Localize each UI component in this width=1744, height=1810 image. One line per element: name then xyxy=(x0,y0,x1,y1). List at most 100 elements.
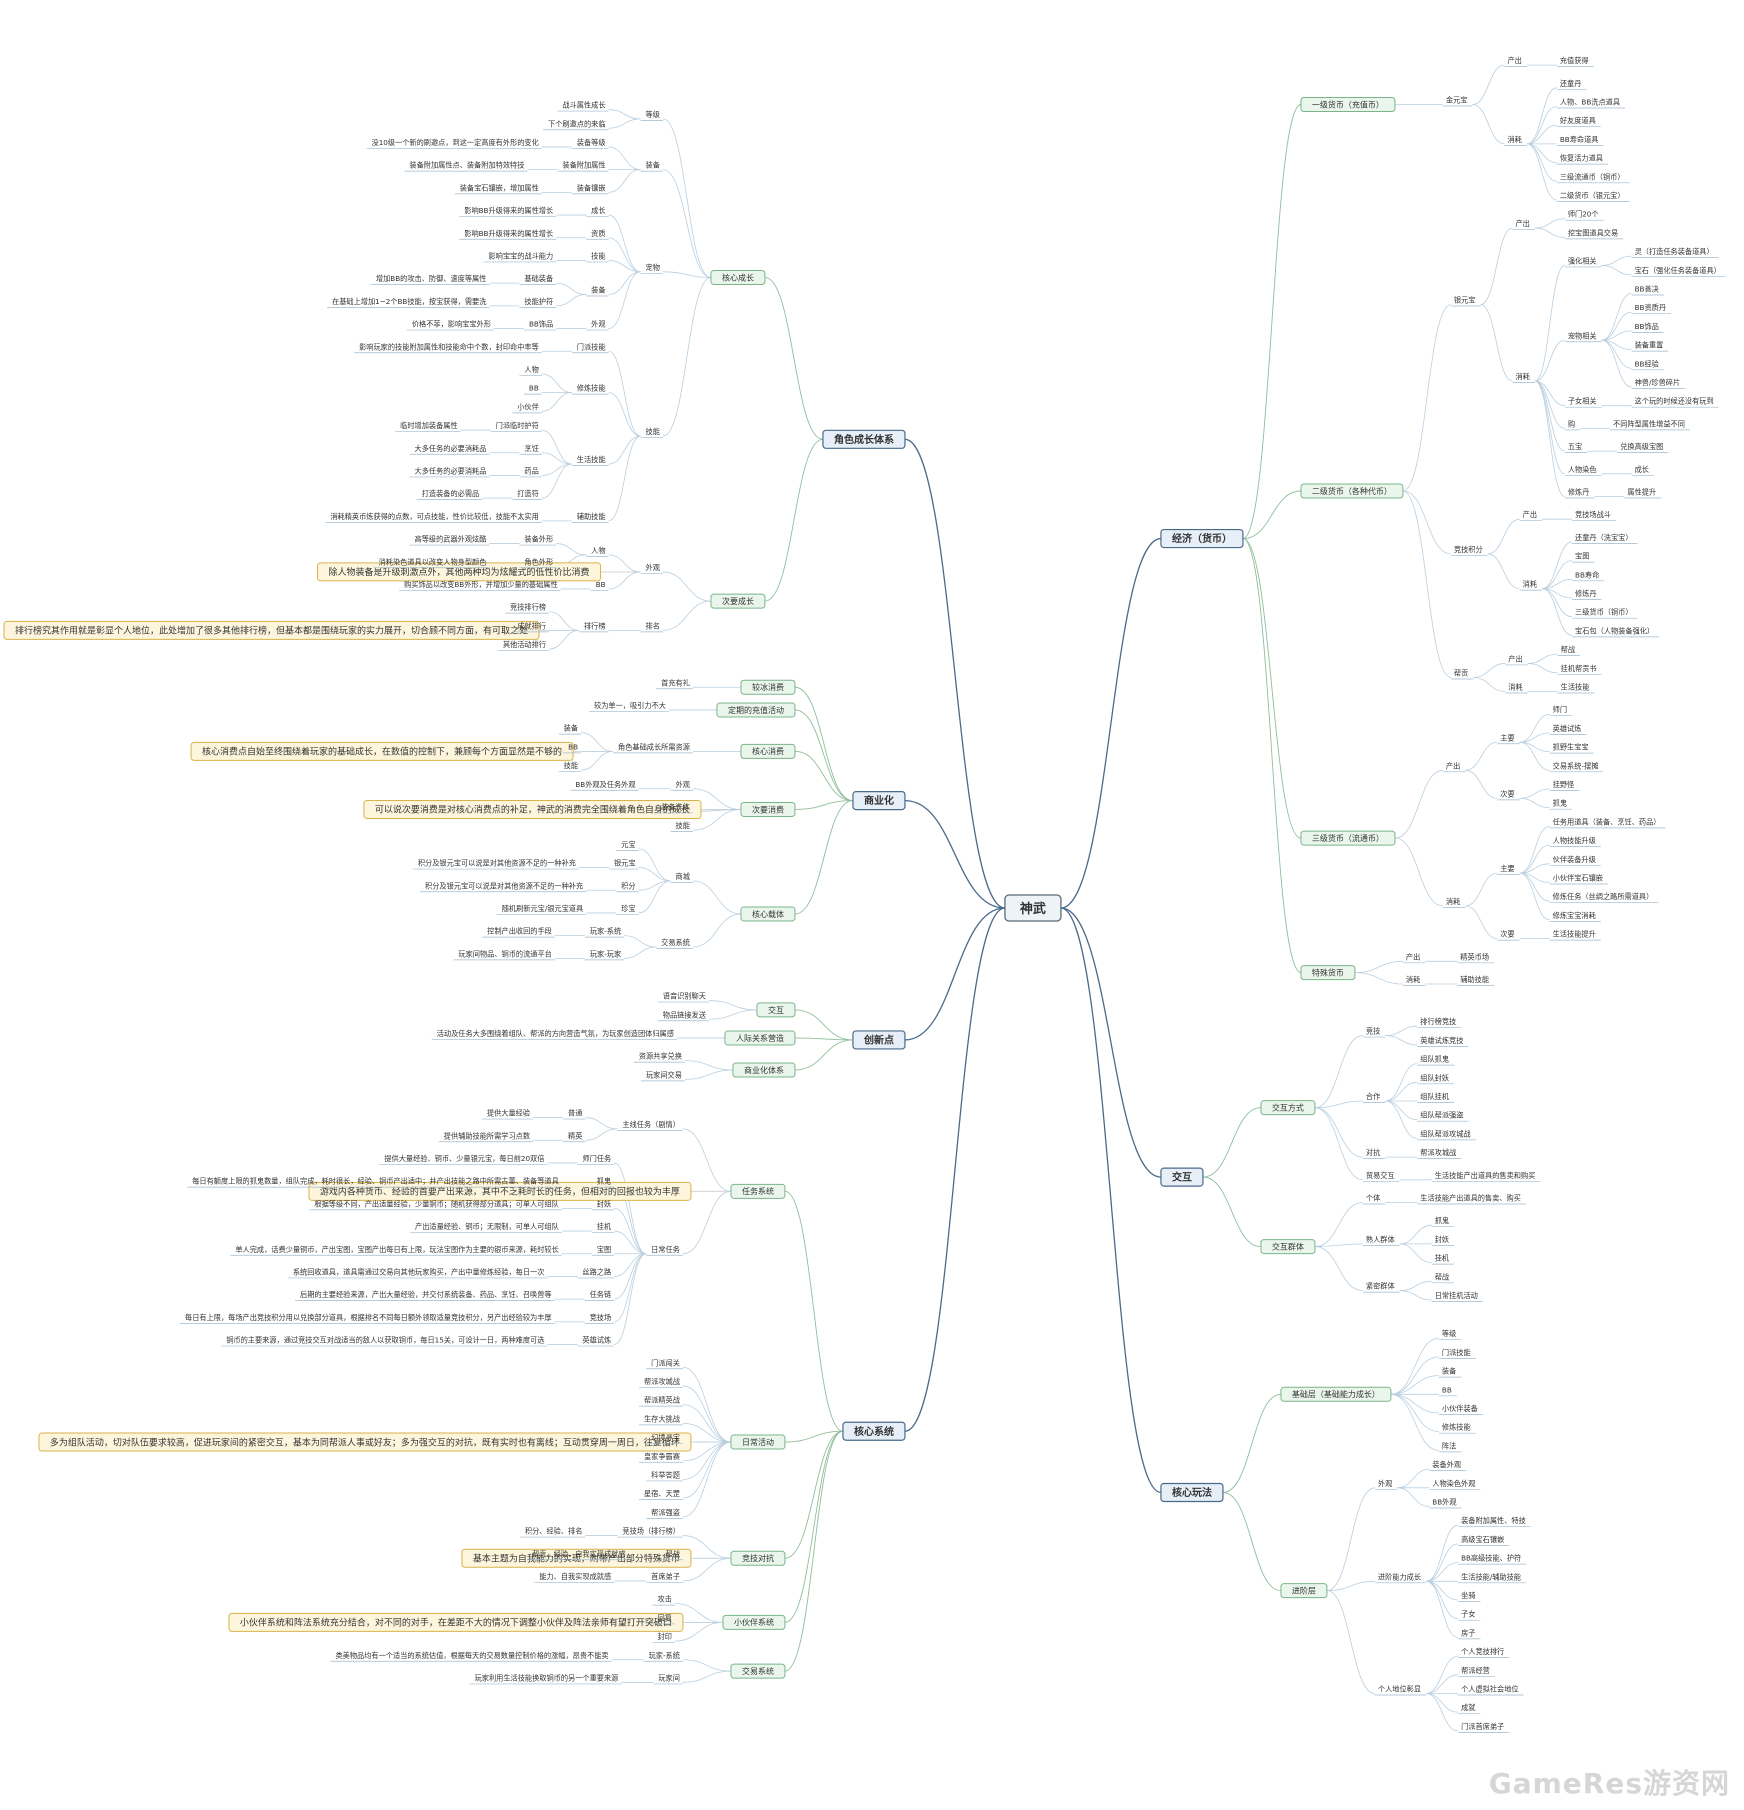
node-子女相关[interactable]: 子女相关 xyxy=(1564,397,1602,408)
node-技能[interactable]: 技能 xyxy=(586,251,609,263)
node-装备外形[interactable]: 装备外形 xyxy=(519,535,557,546)
node-随机刷新元宝-银元宝道具[interactable]: 随机刷新元宝/银元宝道具 xyxy=(496,904,587,915)
node-基础装备[interactable]: 基础装备 xyxy=(519,274,557,285)
node-人物[interactable]: 人物 xyxy=(586,546,609,557)
node-挂野怪[interactable]: 挂野怪 xyxy=(1549,780,1580,791)
node-产出[interactable]: 产出 xyxy=(1402,952,1426,964)
node-阵法[interactable]: 阵法 xyxy=(1438,1441,1462,1453)
branch-核心玩法[interactable]: 核心玩法 xyxy=(1160,1482,1224,1503)
node-金元宝[interactable]: 金元宝 xyxy=(1442,96,1473,107)
branch-角色成长体系[interactable]: 角色成长体系 xyxy=(822,429,906,449)
node-进阶能力成长[interactable]: 进阶能力成长 xyxy=(1374,1572,1427,1584)
node-玩家-系统[interactable]: 玩家-系统 xyxy=(643,1651,683,1662)
node-单人完成-话费少量铜币-产出宝图-宝图产出每日有上限-玩法宝图作为主要的银币来源-耗时较长[interactable]: 单人完成，话费少量铜币，产出宝图，宝图产出每日有上限，玩法宝图作为主要的银币来源… xyxy=(230,1245,562,1256)
node-排行榜竞技[interactable]: 排行榜竞技 xyxy=(1417,1017,1462,1029)
node-抓鬼[interactable]: 抓鬼 xyxy=(1549,799,1573,810)
node-铜币的主要来源-通过竞技交互对战适当的敌人以获取铜币-每日15关-可设计一日-两种难度可选[interactable]: 铜币的主要来源，通过竞技交互对战适当的敌人以获取铜币，每日15关，可设计一日，两… xyxy=(221,1336,548,1347)
node-次要[interactable]: 次要 xyxy=(1497,930,1520,941)
topic-较冰消费[interactable]: 较冰消费 xyxy=(740,679,796,695)
node-熟人群体[interactable]: 熟人群体 xyxy=(1362,1235,1400,1246)
node-房子[interactable]: 房子 xyxy=(1458,1628,1481,1640)
node-挖宝图道具交易[interactable]: 挖宝图道具交易 xyxy=(1564,228,1624,240)
node-生活技能-辅助技能[interactable]: 生活技能/辅助技能 xyxy=(1458,1572,1526,1584)
node-主要[interactable]: 主要 xyxy=(1497,733,1520,745)
node-装备重置[interactable]: 装备重置 xyxy=(1631,341,1669,352)
node-竞技排行榜[interactable]: 竞技排行榜 xyxy=(505,603,550,614)
node-对抗[interactable]: 对抗 xyxy=(1362,1148,1386,1159)
topic-竞技对抗[interactable]: 竞技对抗 xyxy=(730,1550,786,1566)
topic-次要消费[interactable]: 次要消费 xyxy=(740,801,796,817)
node-幻境寻宝[interactable]: 幻境寻宝 xyxy=(646,1433,683,1444)
node-消耗[interactable]: 消耗 xyxy=(1512,372,1535,383)
node-帮派攻城战[interactable]: 帮派攻城战 xyxy=(639,1377,683,1388)
node-积分-经验-排名[interactable]: 积分、经验、排名 xyxy=(519,1527,586,1538)
node-角色基础成长所需资源[interactable]: 角色基础成长所需资源 xyxy=(613,742,693,754)
node-三级货币-铜币[interactable]: 三级货币（铜币） xyxy=(1572,608,1638,619)
node-成就[interactable]: 成就 xyxy=(1458,1703,1481,1715)
topic-核心载体[interactable]: 核心载体 xyxy=(740,906,796,922)
node-任务链[interactable]: 任务链 xyxy=(584,1290,615,1302)
node-银元宝[interactable]: 银元宝 xyxy=(609,859,639,870)
node-修炼丹[interactable]: 修炼丹 xyxy=(1572,589,1602,600)
node-消耗[interactable]: 消耗 xyxy=(1442,897,1466,908)
node-成就排行[interactable]: 成就排行 xyxy=(512,621,550,633)
node-产出[interactable]: 产出 xyxy=(1512,219,1535,230)
node-充值获得[interactable]: 充值获得 xyxy=(1556,56,1594,67)
node-修炼丹[interactable]: 修炼丹 xyxy=(1564,488,1595,499)
node-在基础上增加1-2个bb技能-按宝获得-需要洗[interactable]: 在基础上增加1~2个BB技能，按宝获得，需要洗 xyxy=(327,297,490,308)
node-个人虚拟社会地位[interactable]: 个人虚拟社会地位 xyxy=(1458,1685,1524,1696)
node-普通[interactable]: 普通 xyxy=(563,1109,586,1120)
node-修炼技能[interactable]: 修炼技能 xyxy=(571,384,609,395)
node-控制产出收回的手段[interactable]: 控制产出收回的手段 xyxy=(482,927,555,938)
node-人物-bb洗点道具[interactable]: 人物、BB洗点道具 xyxy=(1556,98,1626,109)
node-小伙伴宝石镶嵌[interactable]: 小伙伴宝石镶嵌 xyxy=(1549,874,1609,885)
node-门派技能[interactable]: 门派技能 xyxy=(571,342,609,354)
node-bb经验[interactable]: BB经验 xyxy=(1631,359,1664,371)
node-bb[interactable]: BB xyxy=(1438,1385,1457,1397)
node-bb高级技能-护符[interactable]: BB高级技能、护符 xyxy=(1458,1554,1527,1565)
node-消耗[interactable]: 消耗 xyxy=(1519,580,1543,591)
branch-商业化[interactable]: 商业化 xyxy=(852,790,906,811)
node-高等级的武器外观炫酷[interactable]: 高等级的武器外观炫酷 xyxy=(409,535,490,546)
topic-次要成长[interactable]: 次要成长 xyxy=(710,593,766,609)
node-伙伴装备升级[interactable]: 伙伴装备升级 xyxy=(1549,855,1601,866)
node-bb善决[interactable]: BB善决 xyxy=(1631,285,1664,296)
node-宝石包-人物装备强化[interactable]: 宝石包（人物装备强化） xyxy=(1572,626,1660,638)
node-技能护符[interactable]: 技能护符 xyxy=(519,297,557,308)
node-装备洗练[interactable]: 装备洗练 xyxy=(656,802,693,814)
node-装备外观[interactable]: 装备外观 xyxy=(1429,1460,1467,1471)
node-抓野生宝宝[interactable]: 抓野生宝宝 xyxy=(1549,743,1594,754)
node-打造符[interactable]: 打造符 xyxy=(512,489,542,500)
topic-核心消费[interactable]: 核心消费 xyxy=(740,743,796,759)
node-装备宝石镶嵌-增加属性[interactable]: 装备宝石镶嵌，增加属性 xyxy=(454,183,542,195)
node-价格不菲-影响宝宝外形[interactable]: 价格不菲，影响宝宝外形 xyxy=(406,320,494,331)
topic-交互[interactable]: 交互 xyxy=(756,1002,796,1018)
node-生存大挑战[interactable]: 生存大挑战 xyxy=(639,1414,683,1426)
node-竞技场[interactable]: 竞技场 xyxy=(584,1313,615,1324)
node-玩家利用生活技能换取铜币的另一个重要来源[interactable]: 玩家利用生活技能换取铜币的另一个重要来源 xyxy=(469,1673,622,1685)
node-外观[interactable]: 外观 xyxy=(670,780,693,791)
node-神兽-珍兽碎片[interactable]: 神兽/珍兽碎片 xyxy=(1631,378,1686,389)
topic-小伙伴系统[interactable]: 小伙伴系统 xyxy=(722,1614,786,1630)
node-帮派强盗[interactable]: 帮派强盗 xyxy=(646,1508,683,1519)
node-装备附加属性[interactable]: 装备附加属性 xyxy=(557,161,609,172)
node-首席弟子[interactable]: 首席弟子 xyxy=(646,1572,683,1583)
node-宝图[interactable]: 宝图 xyxy=(1572,552,1595,563)
node-购[interactable]: 购 xyxy=(1564,419,1581,431)
node-竞技场战斗[interactable]: 竞技场战斗 xyxy=(1572,510,1617,522)
node-提供辅助技能所需学习点数[interactable]: 提供辅助技能所需学习点数 xyxy=(438,1131,534,1143)
node-影响bb升级得来的属性增长[interactable]: 影响BB升级得来的属性增长 xyxy=(459,206,557,217)
node-临时增加装备属性[interactable]: 临时增加装备属性 xyxy=(395,421,461,432)
node-积分[interactable]: 积分 xyxy=(616,881,639,893)
node-门派首席弟子[interactable]: 门派首席弟子 xyxy=(1458,1722,1510,1733)
node-师门任务[interactable]: 师门任务 xyxy=(577,1154,615,1165)
node-挂机[interactable]: 挂机 xyxy=(591,1222,615,1233)
node-帮战[interactable]: 帮战 xyxy=(660,1549,683,1561)
topic-交互方式[interactable]: 交互方式 xyxy=(1260,1100,1316,1116)
node-抓鬼[interactable]: 抓鬼 xyxy=(591,1177,615,1188)
node-大多任务的必要消耗品[interactable]: 大多任务的必要消耗品 xyxy=(409,444,490,455)
node-产出适量经验-铜币-无限制-可单人可组队[interactable]: 产出适量经验、铜币；无限制，可单人可组队 xyxy=(410,1222,562,1233)
node-好友度道具[interactable]: 好友度道具 xyxy=(1556,116,1601,128)
node-每日有上限-每场产出竞技积分用以兑换部分道具-根据排名不同每日额外领取适量竞技积分-另产出经验较为丰厚[interactable]: 每日有上限，每场产出竞技积分用以兑换部分道具，根据排名不同每日额外领取适量竞技积… xyxy=(180,1313,555,1324)
node-人物技能升级[interactable]: 人物技能升级 xyxy=(1549,836,1601,847)
